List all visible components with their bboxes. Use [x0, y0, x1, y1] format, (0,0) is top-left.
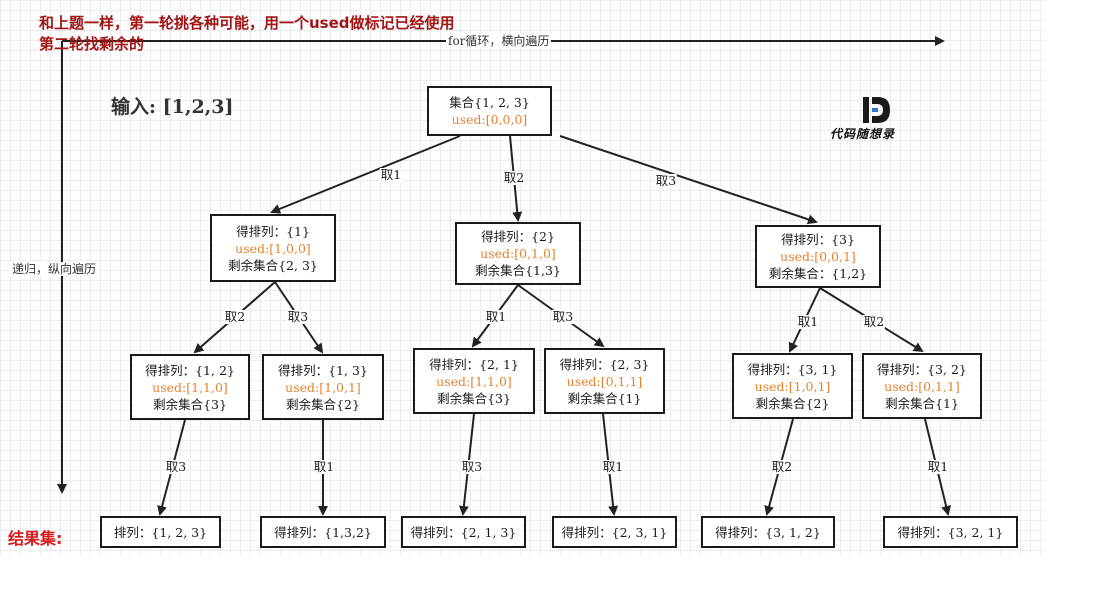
node-used: used:[1,1,0]: [436, 373, 512, 389]
edge-label: 取1: [484, 309, 508, 324]
node-remaining: 剩余集合{1}: [567, 390, 642, 406]
node-perm: 得排列：{3, 2}: [877, 361, 967, 377]
node-perm: 得排列：{3}: [781, 232, 855, 247]
edge-label: 取2: [502, 170, 526, 185]
edge-label: 取2: [862, 314, 886, 329]
tree-node-l2-3: 得排列：{2, 1} used:[1,1,0] 剩余集合{3}: [413, 348, 535, 414]
node-remaining: 剩余集合{2}: [286, 396, 360, 412]
edge-label: 取2: [223, 309, 247, 324]
input-label: 输入: [1,2,3]: [111, 96, 234, 118]
result-leaf-6: 得排列：{3, 2, 1}: [883, 516, 1018, 548]
logo-text: 代码随想录: [830, 127, 896, 141]
leaf-text: 得排列：{3, 1, 2}: [715, 524, 821, 540]
edge-label: 取1: [312, 459, 336, 474]
result-leaf-5: 得排列：{3, 1, 2}: [701, 516, 835, 548]
node-perm: 得排列：{2}: [481, 229, 555, 244]
result-leaf-4: 得排列：{2, 3, 1}: [552, 516, 677, 548]
node-used: used:[1,0,0]: [235, 240, 311, 256]
edge-label: 取3: [286, 309, 310, 324]
diagram-canvas: 和上题一样，第一轮挑各种可能，用一个used做标记已经使用 第二轮找剩余的 fo…: [0, 0, 1045, 555]
note-line-2: 第二轮找剩余的: [39, 35, 145, 53]
node-used: used:[1,0,1]: [754, 378, 831, 394]
node-perm: 得排列：{1, 2}: [145, 362, 235, 378]
tree-node-l1-3: 得排列：{3} used:[0,0,1] 剩余集合：{1,2}: [755, 225, 881, 288]
node-perm: 得排列：{1}: [236, 223, 310, 239]
edge-label: 取2: [770, 459, 794, 474]
node-used: used:[1,0,1]: [285, 379, 361, 395]
tree-node-l2-4: 得排列：{2, 3} used:[0,1,1] 剩余集合{1}: [544, 348, 665, 414]
leaf-text: 得排列：{1,3,2}: [274, 524, 372, 540]
node-perm: 得排列：{3, 1}: [747, 361, 838, 377]
logo-icon: [863, 97, 890, 123]
tree-node-l2-5: 得排列：{3, 1} used:[1,0,1] 剩余集合{2}: [732, 353, 853, 419]
result-leaf-3: 得排列：{2, 1, 3}: [401, 516, 526, 548]
node-used: used:[0,1,1]: [566, 373, 643, 389]
horizontal-axis-label: for循环，横向遍历: [446, 34, 552, 48]
tree-node-l2-2: 得排列：{1, 3} used:[1,0,1] 剩余集合{2}: [262, 354, 384, 420]
result-leaf-2: 得排列：{1,3,2}: [260, 516, 386, 548]
edge-label: 取1: [601, 459, 625, 474]
leaf-text: 得排列：{2, 1, 3}: [410, 524, 517, 540]
node-used: used:[0,0,1]: [780, 249, 856, 264]
leaf-text: 得排列：{3, 2, 1}: [897, 524, 1004, 540]
edge-label: 取1: [796, 314, 820, 329]
tree-node-l1-1: 得排列：{1} used:[1,0,0] 剩余集合{2, 3}: [210, 214, 336, 282]
leaf-text: 排列：{1, 2, 3}: [113, 524, 208, 540]
node-perm: 得排列：{2, 3}: [559, 356, 650, 372]
edge-label: 取3: [164, 459, 188, 474]
leaf-text: 得排列：{2, 3, 1}: [561, 524, 668, 540]
node-set: 集合{1, 2, 3}: [449, 95, 530, 110]
node-used: used:[0,1,1]: [884, 378, 960, 394]
vertical-axis-label: 递归，纵向遍历: [10, 262, 99, 276]
result-leaf-1: 排列：{1, 2, 3}: [100, 516, 221, 548]
node-used: used:[0,1,0]: [480, 246, 556, 261]
tree-node-l2-1: 得排列：{1, 2} used:[1,1,0] 剩余集合{3}: [130, 354, 250, 420]
edge-label: 取3: [460, 459, 484, 474]
edge-root-l1-c: [559, 135, 818, 225]
node-remaining: 剩余集合{2}: [755, 395, 830, 411]
tree-node-root: 集合{1, 2, 3} used:[0,0,0]: [427, 86, 552, 136]
note-line-1: 和上题一样，第一轮挑各种可能，用一个used做标记已经使用: [39, 14, 455, 32]
node-used: used:[0,0,0]: [451, 112, 528, 127]
node-perm: 得排列：{1, 3}: [278, 362, 368, 378]
logo: 代码随想录: [830, 95, 920, 145]
tree-node-l1-2: 得排列：{2} used:[0,1,0] 剩余集合{1,3}: [455, 222, 581, 285]
edge-label: 取1: [926, 459, 950, 474]
result-set-label: 结果集:: [8, 529, 63, 548]
node-used: used:[1,1,0]: [152, 379, 228, 395]
edge-root-l1-a: [270, 135, 461, 214]
node-remaining: 剩余集合{2, 3}: [228, 257, 318, 273]
edge-label: 取1: [379, 167, 403, 182]
node-remaining: 剩余集合：{1,2}: [768, 266, 868, 281]
node-remaining: 剩余集合{1}: [885, 395, 959, 411]
node-remaining: 剩余集合{3}: [153, 396, 227, 412]
node-remaining: 剩余集合{1,3}: [475, 263, 561, 278]
tree-node-l2-6: 得排列：{3, 2} used:[0,1,1] 剩余集合{1}: [862, 353, 982, 419]
edge-label: 取3: [551, 309, 575, 324]
edge-label: 取3: [654, 173, 678, 188]
node-remaining: 剩余集合{3}: [437, 390, 511, 406]
node-perm: 得排列：{2, 1}: [429, 356, 519, 372]
